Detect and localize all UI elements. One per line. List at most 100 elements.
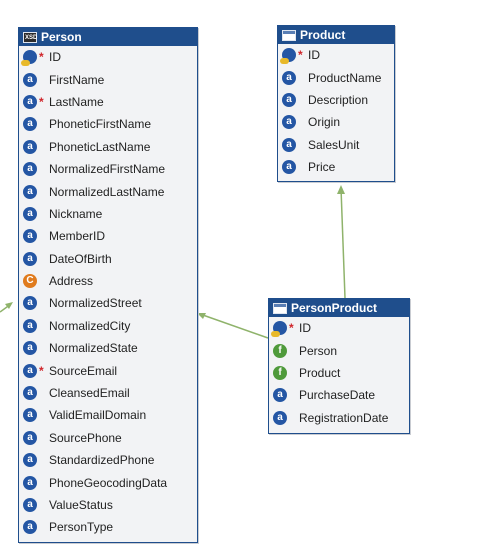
attribute-icon: a [273,410,287,425]
field-row[interactable]: f Product [269,362,409,384]
field-name: NormalizedFirstName [49,162,166,177]
attribute-icon: a [23,498,37,512]
field-row[interactable]: a NormalizedFirstName [19,158,197,180]
field-row[interactable]: a PhoneticFirstName [19,113,197,135]
required-marker: * [39,363,44,378]
field-name: PersonType [49,520,114,535]
key-icon [280,48,296,65]
field-row[interactable]: *ID [278,44,394,66]
attribute-icon: a [23,475,37,490]
arrowhead-person [197,313,206,319]
link-personproduct-to-person[interactable] [197,313,269,339]
field-name: RegistrationDate [299,410,389,425]
attribute-icon: a [282,115,296,130]
entity-title: Person [41,30,82,44]
attribute-icon: a [23,386,37,401]
field-row[interactable]: a PersonType [19,516,197,538]
field-name: NormalizedCity [49,318,131,333]
attribute-icon: a [282,160,296,175]
field-row[interactable]: a PhoneGeocodingData [19,471,197,493]
field-name: LastName [49,94,104,109]
attribute-icon: a [23,184,37,199]
field-row[interactable]: a MemberID [19,225,197,247]
required-marker: * [39,94,44,109]
field-row[interactable]: *ID [19,46,197,68]
required-marker: * [39,50,44,65]
field-row[interactable]: a PhoneticLastName [19,136,197,158]
field-name: StandardizedPhone [49,453,155,468]
attribute-icon: a [23,408,37,423]
field-row[interactable]: a RegistrationDate [269,407,409,429]
xsd-icon: XSD [23,31,37,43]
field-row[interactable]: * ID [269,317,409,339]
complex-icon: C [23,274,37,289]
field-name: DateOfBirth [49,251,112,266]
field-name: NormalizedState [49,341,138,356]
field-row[interactable]: a CleansedEmail [19,382,197,404]
attribute-icon: a [23,296,37,311]
attribute-icon: a [23,251,37,266]
attribute-icon: a [23,520,37,535]
attribute-icon: a [282,70,296,85]
key-icon [271,321,287,338]
field-row[interactable]: a NormalizedState [19,337,197,359]
field-name: MemberID [49,229,106,244]
attribute-icon: a [23,139,37,154]
attribute-icon: a [23,341,37,356]
arrowhead-product [337,185,345,194]
field-name: Product [299,365,341,380]
field-row[interactable]: C Address [19,270,197,292]
attribute-icon: a [273,388,287,403]
attribute-icon: a [282,92,296,107]
attribute-icon: a [23,229,37,244]
field-name: ID [299,321,311,336]
field-row[interactable]: a*LastName [19,91,197,113]
field-name: Nickname [49,206,103,221]
field-name: PhoneticLastName [49,139,151,154]
field-name: PhoneticFirstName [49,117,152,132]
field-row[interactable]: a*SourceEmail [19,359,197,381]
field-name: CleansedEmail [49,386,130,401]
field-name: FirstName [49,72,105,87]
field-name: SourceEmail [49,363,118,378]
field-row[interactable]: a Nickname [19,203,197,225]
entity-header[interactable]: XSD Person [19,28,197,46]
field-row[interactable]: a FirstName [19,68,197,90]
attribute-icon: a [23,206,37,221]
attribute-icon: a [23,162,37,177]
field-name: SourcePhone [49,430,122,445]
attribute-icon: a [23,72,37,87]
field-name: PhoneGeocodingData [49,475,168,490]
foreign-key-icon: f [273,365,287,380]
attribute-icon: a [282,137,296,152]
link-offscreen-to-person[interactable] [0,302,13,313]
attribute-icon: a [23,117,37,132]
entity-header[interactable]: PersonProduct [269,299,409,317]
link-personproduct-to-product[interactable] [337,185,346,299]
field-name: Address [49,274,94,289]
required-marker: * [289,321,294,336]
key-icon [21,50,37,67]
entity-header[interactable]: Product [278,26,394,44]
field-row[interactable]: a DateOfBirth [19,248,197,270]
